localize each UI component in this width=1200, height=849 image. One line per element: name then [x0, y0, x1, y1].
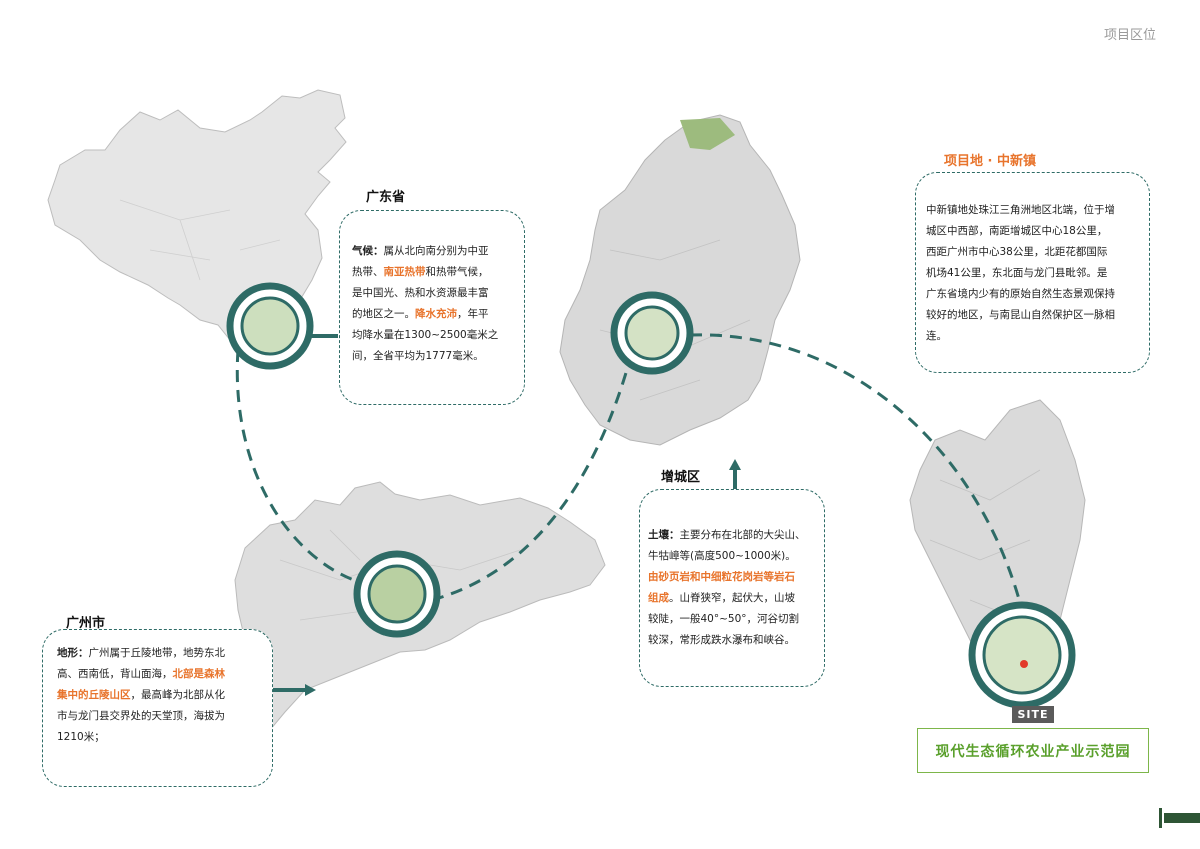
- body-text: 的地区之一。: [352, 308, 415, 320]
- guangzhou-title: 广州市: [66, 616, 106, 631]
- guangdong-text: 气候：属从北向南分别为中亚热带、南亚热带和热带气候，是中国光、热和水资源最丰富的…: [352, 241, 514, 367]
- body-text: 热带、: [352, 266, 384, 278]
- body-text: 是中国光、热和水资源最丰富: [352, 287, 489, 299]
- connector-gd-gz: [235, 349, 363, 585]
- guangdong-title: 广东省: [366, 190, 406, 205]
- text-line: 1210米；: [57, 727, 262, 748]
- guangzhou-text: 地形：广州属于丘陵地带，地势东北高、西南低，背山面海，北部是森林集中的丘陵山区，…: [57, 643, 262, 748]
- body-text: 较好的地区，与南昆山自然保护区一脉相: [926, 309, 1115, 321]
- body-text: 城区中西部，南距增城区中心18公里，: [926, 225, 1108, 237]
- text-line: 地形：广州属于丘陵地带，地势东北: [57, 643, 262, 664]
- china-map: [47, 89, 347, 347]
- text-line: 广东省境内少有的原始自然生态景观保持: [926, 284, 1143, 305]
- body-text: 西距广州市中心38公里，北距花都国际: [926, 246, 1108, 258]
- text-line: 牛牯嶂等(高度500~1000米)。: [648, 546, 816, 567]
- label-text: 地形：: [57, 647, 89, 659]
- connector-zc-site: [689, 333, 1024, 611]
- highlight-text: 集中的丘陵山区: [57, 689, 131, 701]
- label-text: 土壤：: [648, 529, 680, 541]
- text-line: 较陡，一般40°~50°，河谷切割: [648, 609, 816, 630]
- body-text: 主要分布在北部的大尖山、: [679, 529, 806, 541]
- text-line: 间，全省平均为1777毫米。: [352, 346, 514, 367]
- body-text: 和热带气候，: [425, 266, 489, 278]
- text-line: 市与龙门县交界处的天堂顶，海拔为: [57, 706, 262, 727]
- body-text: 间，全省平均为1777毫米。: [352, 350, 484, 362]
- body-text: 广东省境内少有的原始自然生态景观保持: [926, 288, 1115, 300]
- body-text: 机场41公里，东北面与龙门县毗邻。是: [926, 267, 1108, 279]
- highlight-text: 南亚热带: [383, 266, 426, 278]
- highlight-text: 由砂页岩和中细粒花岗岩等岩石: [648, 571, 795, 583]
- project-banner: 现代生态循环农业产业示范园: [917, 728, 1149, 773]
- site-marker-icon: [1020, 660, 1028, 668]
- circle-guangdong: [226, 282, 314, 370]
- project-info-box: 中新镇地处珠江三角洲地区北端，位于增城区中西部，南距增城区中心18公里， 西距广州…: [915, 172, 1150, 373]
- site-label: SITE: [1012, 706, 1054, 723]
- body-text: 广州属于丘陵地带，地势东北: [88, 647, 226, 659]
- body-text: 市与龙门县交界处的天堂顶，海拔为: [57, 710, 225, 722]
- body-text: ，最高峰为北部从化: [130, 689, 226, 701]
- project-title: 项目地 · 中新镇: [944, 154, 1036, 169]
- text-line: 组成。山脊狭窄，起伏大，山坡: [648, 588, 816, 609]
- body-text: 高、西南低，背山面海，: [57, 668, 173, 680]
- highlight-text: 北部是森林: [172, 668, 226, 680]
- text-line: 西距广州市中心38公里，北距花都国际: [926, 242, 1143, 263]
- text-line: 均降水量在1300~2500毫米之: [352, 325, 514, 346]
- zengcheng-title: 增城区: [661, 470, 701, 485]
- text-line: 土壤：主要分布在北部的大尖山、: [648, 525, 816, 546]
- highlight-text: 降水充沛: [415, 308, 457, 320]
- text-line: 热带、南亚热带和热带气候，: [352, 262, 514, 283]
- text-line: 较好的地区，与南昆山自然保护区一脉相: [926, 305, 1143, 326]
- project-text: 中新镇地处珠江三角洲地区北端，位于增城区中西部，南距增城区中心18公里， 西距广州…: [926, 200, 1143, 347]
- guangdong-info-box: 气候：属从北向南分别为中亚热带、南亚热带和热带气候，是中国光、热和水资源最丰富的…: [339, 210, 525, 405]
- circle-guangzhou: [353, 550, 441, 638]
- text-line: 城区中西部，南距增城区中心18公里，: [926, 221, 1143, 242]
- page-mark: [1164, 813, 1200, 823]
- text-line: 较深，常形成跌水瀑布和峡谷。: [648, 630, 816, 651]
- text-line: 连。: [926, 326, 1143, 347]
- page-mark-tick: [1159, 808, 1162, 828]
- text-line: 集中的丘陵山区，最高峰为北部从化: [57, 685, 262, 706]
- text-line: 中新镇地处珠江三角洲地区北端，位于增: [926, 200, 1143, 221]
- circle-site: [968, 601, 1076, 709]
- label-text: 气候：: [352, 245, 384, 257]
- body-text: ，年平: [457, 308, 489, 320]
- text-line: 高、西南低，背山面海，北部是森林: [57, 664, 262, 685]
- text-line: 由砂页岩和中细粒花岗岩等岩石: [648, 567, 816, 588]
- zengcheng-info-box: 土壤：主要分布在北部的大尖山、牛牯嶂等(高度500~1000米)。由砂页岩和中细…: [639, 489, 825, 687]
- body-text: 连。: [926, 330, 947, 342]
- text-line: 气候：属从北向南分别为中亚: [352, 241, 514, 262]
- body-text: 1210米；: [57, 731, 105, 743]
- body-text: 属从北向南分别为中亚: [383, 245, 489, 257]
- circle-zengcheng: [610, 291, 694, 375]
- body-text: 中新镇地处珠江三角洲地区北端，位于增: [926, 204, 1115, 216]
- text-line: 的地区之一。降水充沛，年平: [352, 304, 514, 325]
- highlight-text: 组成: [648, 592, 669, 604]
- zengcheng-text: 土壤：主要分布在北部的大尖山、牛牯嶂等(高度500~1000米)。由砂页岩和中细…: [648, 525, 816, 651]
- body-text: 牛牯嶂等(高度500~1000米)。: [648, 550, 796, 562]
- guangzhou-info-box: 地形：广州属于丘陵地带，地势东北高、西南低，背山面海，北部是森林集中的丘陵山区，…: [42, 629, 273, 787]
- page-header-label: 项目区位: [1103, 28, 1156, 43]
- body-text: 。山脊狭窄，起伏大，山坡: [669, 592, 795, 604]
- text-line: 是中国光、热和水资源最丰富: [352, 283, 514, 304]
- body-text: 均降水量在1300~2500毫米之: [352, 329, 499, 341]
- connector-gz-zc: [431, 351, 634, 602]
- body-text: 较陡，一般40°~50°，河谷切割: [648, 613, 800, 625]
- text-line: 机场41公里，东北面与龙门县毗邻。是: [926, 263, 1143, 284]
- zengcheng-map: [559, 114, 801, 446]
- body-text: 较深，常形成跌水瀑布和峡谷。: [648, 634, 795, 646]
